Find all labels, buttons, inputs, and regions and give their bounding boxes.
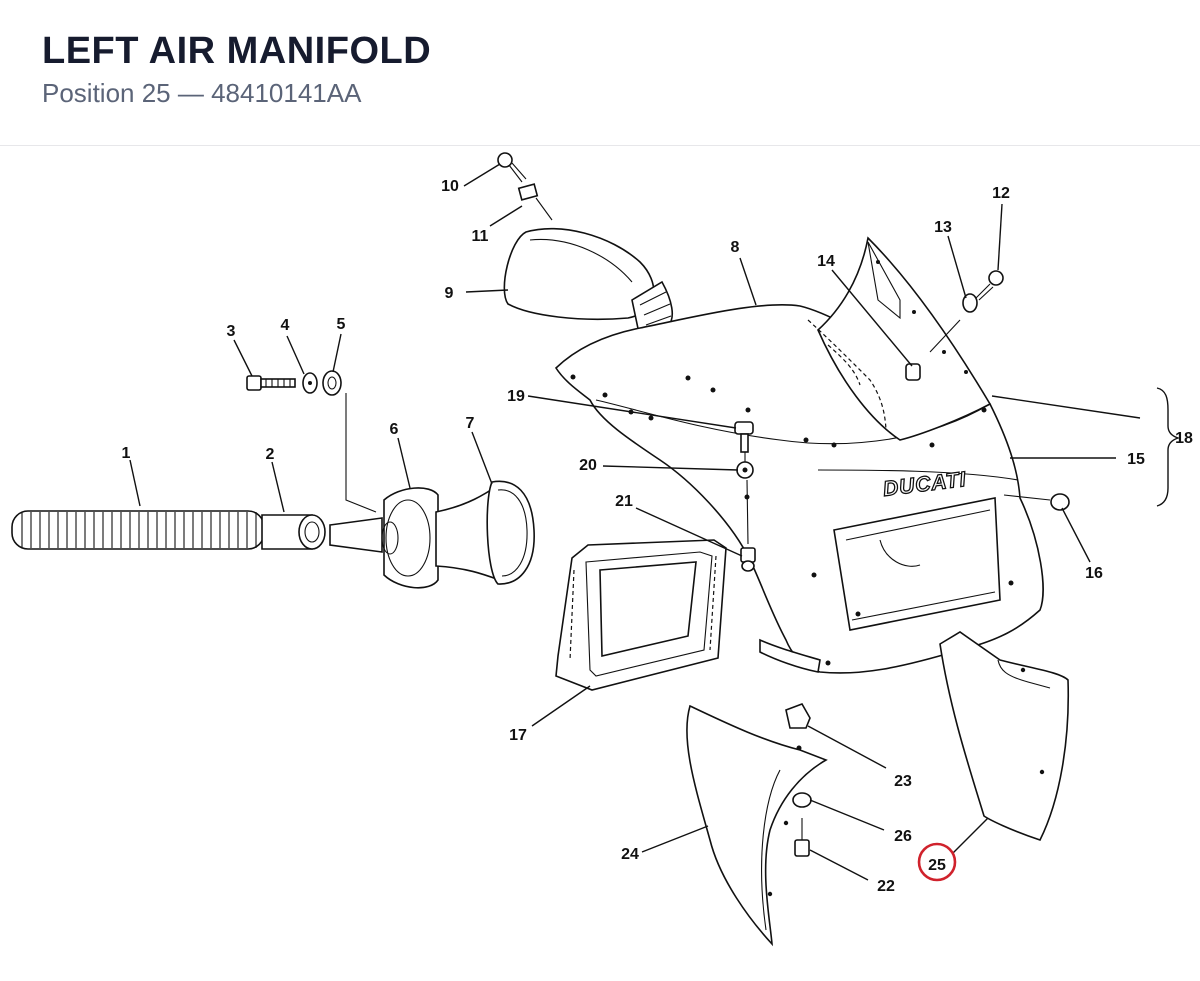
part-6-intake-funnel (329, 487, 439, 589)
callout-9: 9 (445, 285, 454, 302)
part-4-washer (302, 372, 318, 394)
callout-3: 3 (227, 323, 236, 340)
callout-2: 2 (266, 446, 275, 463)
part-25-lower-panel (939, 631, 1070, 841)
part-13-washer (962, 293, 978, 313)
callout-11: 11 (472, 228, 489, 245)
highlight-ring (917, 842, 957, 882)
part-14-well-nut (905, 319, 961, 381)
part-23-clip-nut (785, 703, 811, 751)
callout-12: 12 (992, 185, 1010, 202)
part-20-washer (736, 461, 754, 545)
callout-6: 6 (390, 421, 399, 438)
callout-25: 25 (928, 857, 946, 874)
callout-4: 4 (281, 317, 290, 334)
page-header: LEFT AIR MANIFOLD Position 25 — 48410141… (0, 0, 1200, 146)
callout-14: 14 (817, 253, 835, 270)
part-7-air-scoop (435, 480, 535, 585)
callout-16: 16 (1085, 565, 1103, 582)
part-9-mirror (503, 227, 674, 340)
callout-21: 21 (615, 493, 633, 510)
callout-labels: 1 2 3 4 5 6 7 8 9 10 11 12 13 14 15 16 1… (122, 178, 1193, 895)
callout-7: 7 (466, 415, 475, 432)
callout-13: 13 (934, 219, 952, 236)
callout-22: 22 (877, 878, 895, 895)
page-subtitle: Position 25 — 48410141AA (42, 78, 362, 108)
callout-18: 18 (1175, 430, 1193, 447)
part-15-windscreen (807, 236, 992, 441)
callout-20: 20 (579, 457, 597, 474)
part-5-grommet (322, 370, 377, 513)
callout-24: 24 (621, 846, 639, 863)
callout-17: 17 (509, 727, 527, 744)
part-17-duct-frame (555, 539, 727, 691)
leader-lines (129, 163, 1181, 881)
part-2-hose-coupling (261, 514, 326, 550)
highlighted-callout-25: 25 (917, 842, 957, 882)
part-1-corrugated-hose (11, 510, 265, 550)
part-16-screw (1003, 493, 1070, 511)
part-11-clip-nut (517, 183, 553, 221)
callout-8: 8 (731, 239, 740, 256)
part-10-mirror-screw (497, 152, 527, 183)
part-21-nut (740, 547, 756, 572)
part-22-screw (794, 818, 810, 857)
callout-5: 5 (337, 316, 346, 333)
callout-1: 1 (122, 445, 131, 462)
callout-19: 19 (507, 388, 525, 405)
part-3-bolt (246, 375, 296, 391)
part-24-left-lower-panel (686, 704, 828, 947)
callout-15: 15 (1127, 451, 1145, 468)
part-26-washer (792, 792, 812, 808)
part-12-screw (975, 270, 1004, 301)
exploded-parts-diagram: DUCATI (0, 146, 1200, 976)
callout-10: 10 (441, 178, 459, 195)
page-title: LEFT AIR MANIFOLD (42, 30, 432, 72)
callout-23: 23 (894, 773, 912, 790)
callout-26: 26 (894, 828, 912, 845)
